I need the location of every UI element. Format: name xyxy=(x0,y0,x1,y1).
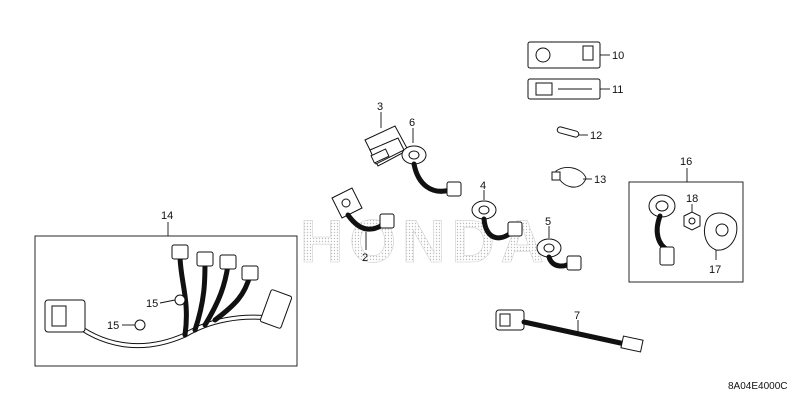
callout-18: 18 xyxy=(686,193,698,205)
callout-4: 4 xyxy=(480,180,486,192)
callout-3: 3 xyxy=(377,101,383,113)
switch-part xyxy=(364,125,409,167)
callout-10: 10 xyxy=(612,50,624,62)
brand-watermark: HONDA xyxy=(300,208,550,275)
callout-7: 7 xyxy=(574,310,580,322)
nut-18 xyxy=(683,211,701,231)
socket-harness-5 xyxy=(536,238,582,271)
diagram-code: 8A04E4000C xyxy=(728,381,788,392)
callout-13: 13 xyxy=(594,174,606,186)
callout-11: 11 xyxy=(612,84,623,96)
callout-12: 12 xyxy=(590,130,602,142)
band-clip-13 xyxy=(551,167,587,188)
socket-harness-6 xyxy=(401,145,462,197)
leader-15a xyxy=(159,299,176,304)
caution-label-10 xyxy=(527,41,601,69)
kit-group-box xyxy=(628,181,744,283)
callout-14: 14 xyxy=(161,210,173,222)
callout-16: 16 xyxy=(680,156,692,168)
extension-cable xyxy=(495,309,644,353)
pin-12 xyxy=(556,126,580,138)
switch-harness-part xyxy=(331,187,395,232)
socket-harness-4 xyxy=(471,200,523,241)
callout-17: 17 xyxy=(709,264,721,276)
callout-2: 2 xyxy=(362,252,368,264)
callout-5: 5 xyxy=(545,216,551,228)
callout-6: 6 xyxy=(409,117,415,129)
info-label-11 xyxy=(527,78,601,100)
harness-group-box xyxy=(34,235,298,367)
main-wire-harness xyxy=(44,244,293,349)
socket-kit-16 xyxy=(648,194,676,266)
cover-17 xyxy=(703,212,738,251)
callout-15a: 15 xyxy=(146,298,158,310)
callout-15b: 15 xyxy=(107,320,119,332)
